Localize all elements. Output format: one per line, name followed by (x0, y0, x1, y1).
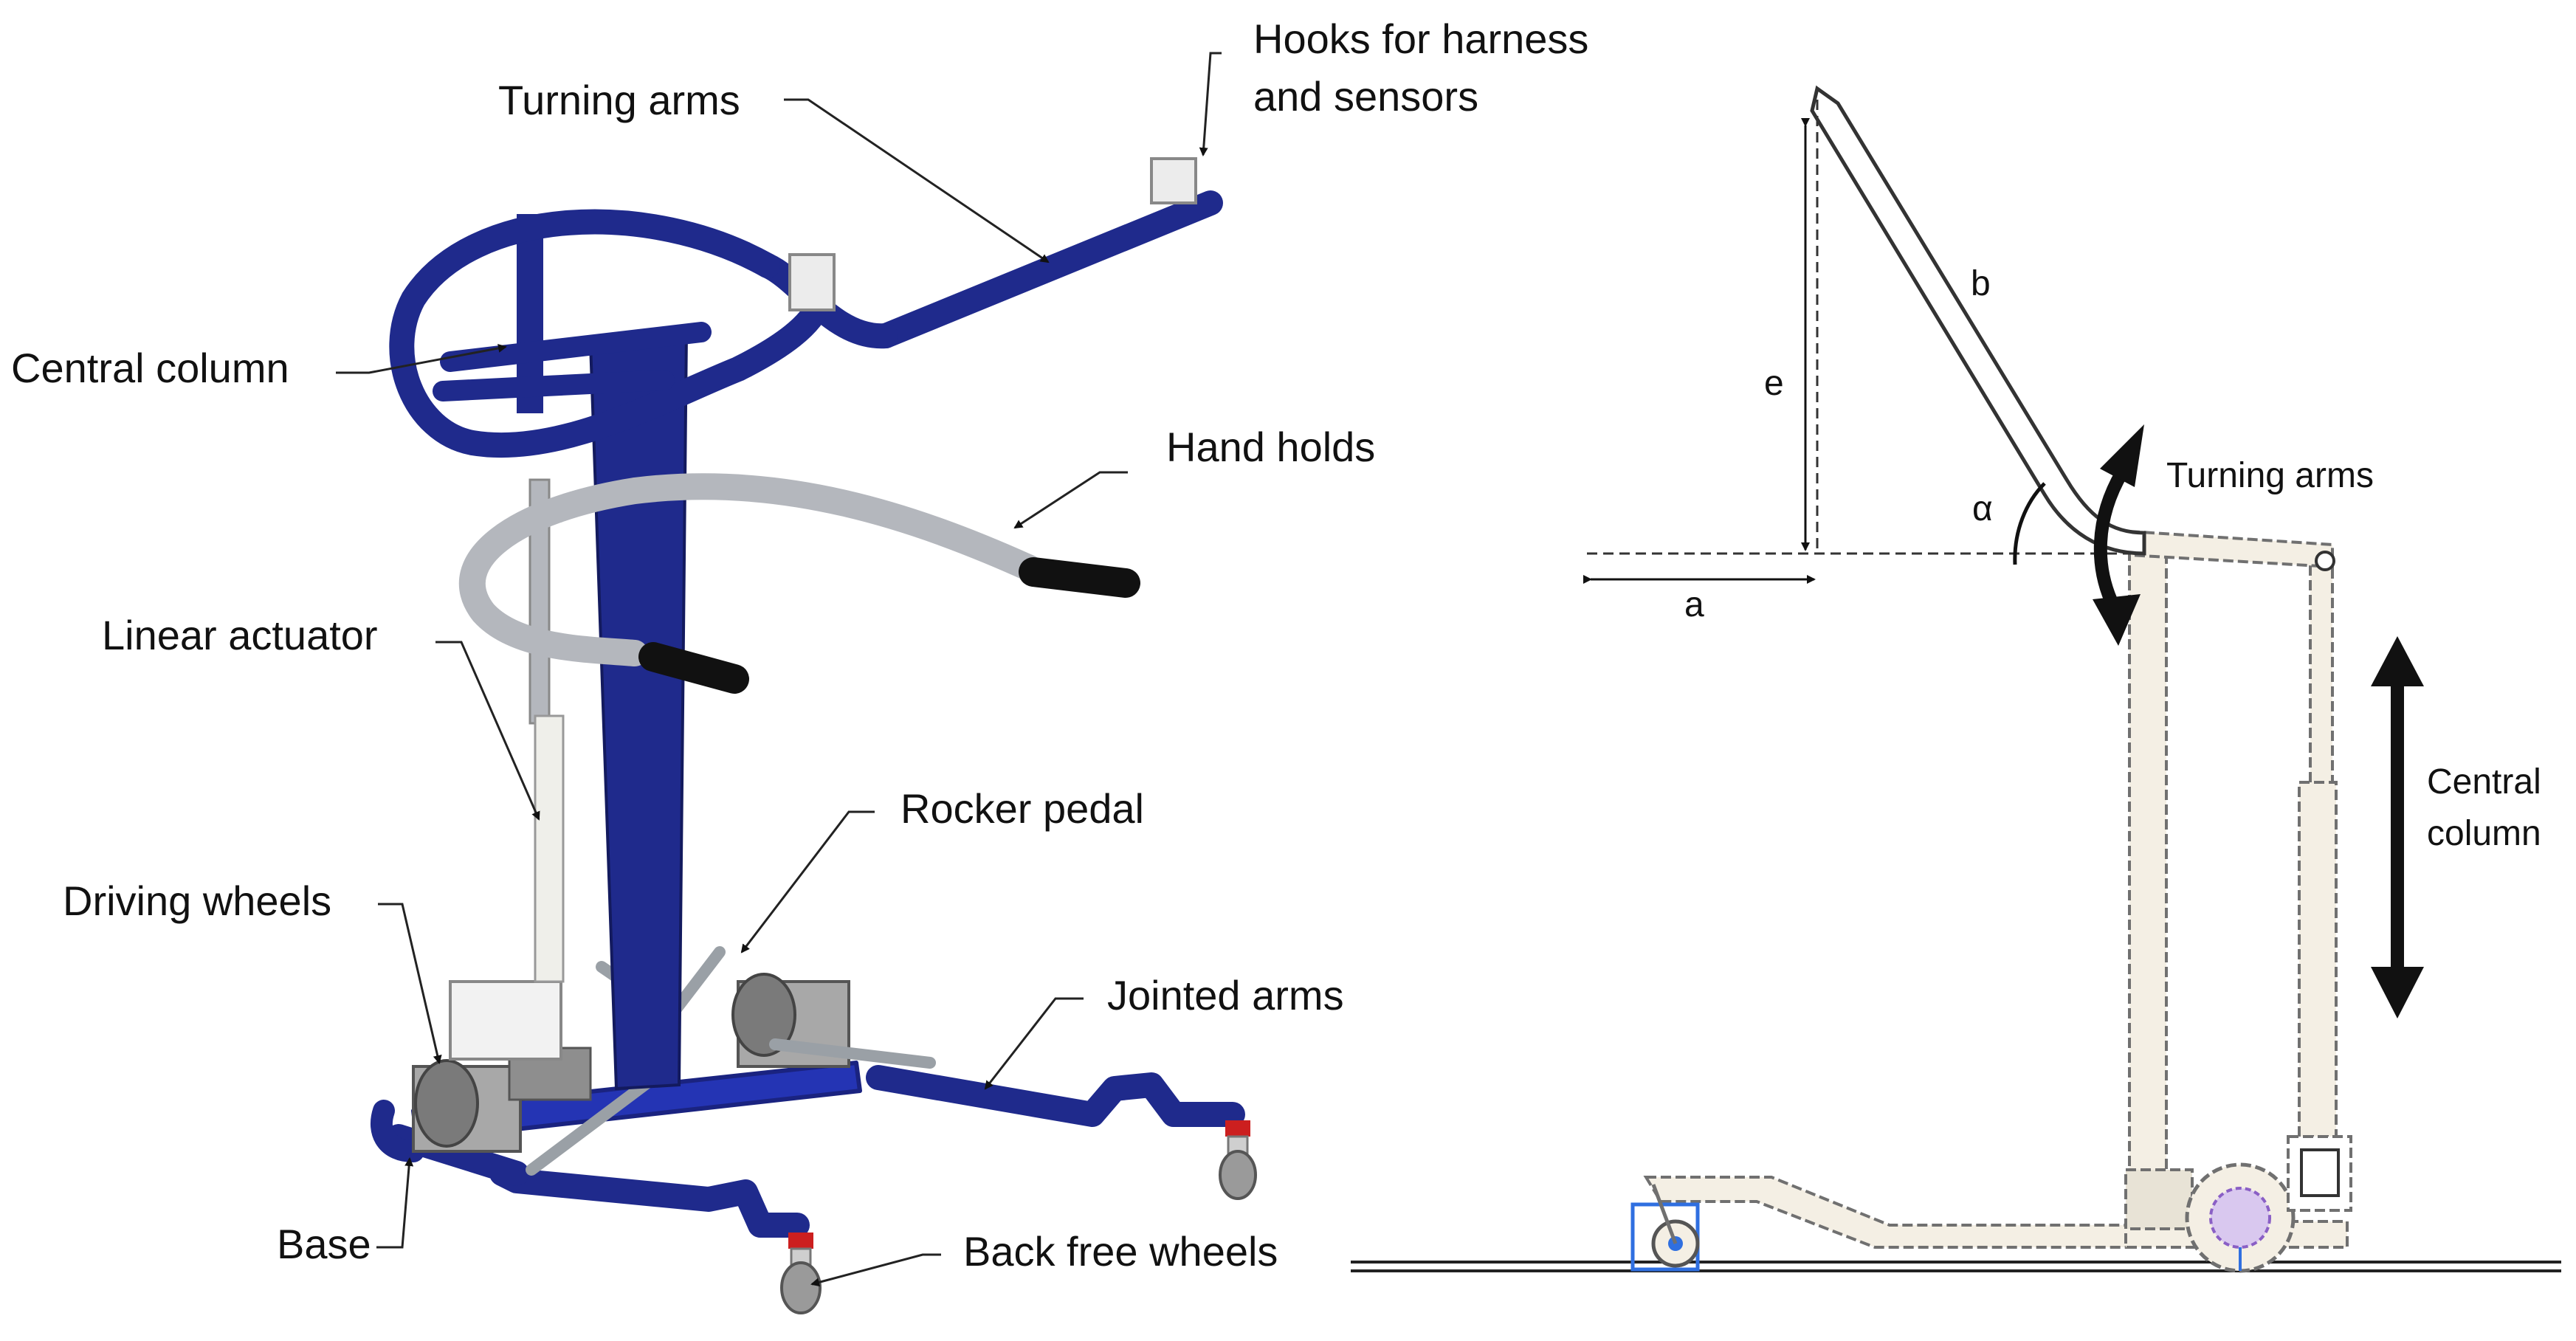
side-actuator (2287, 559, 2352, 1212)
dim-alpha-arc (2013, 482, 2046, 565)
label-back-free-wheels: Back free wheels (963, 1228, 1278, 1275)
back-free-wheel-front (780, 1233, 822, 1314)
label-hooks-line1: Hooks for harness (1253, 15, 1588, 62)
side-front-caster (1630, 1184, 1700, 1272)
lift-3d-model (371, 157, 1257, 1314)
label-hand-holds: Hand holds (1166, 424, 1375, 470)
left-callouts (336, 52, 1222, 1287)
side-turning-arm (1810, 85, 2146, 556)
label-a: a (1684, 585, 1704, 624)
lift-side-view (1351, 85, 2561, 1273)
actuator-housing (449, 980, 562, 1061)
ground-line (1351, 1261, 2561, 1272)
leader-back-free-wheels (810, 1253, 941, 1287)
label-e: e (1764, 364, 1784, 403)
label-hooks-line2: and sensors (1253, 73, 1478, 120)
right-labels: b e a α Turning arms Central column (1684, 264, 2541, 853)
leader-linear-actuator (435, 641, 540, 821)
leader-central-column (336, 343, 507, 374)
hand-holds (458, 473, 1140, 694)
dimension-lines (1583, 100, 2144, 584)
back-free-wheel-rear (1219, 1120, 1257, 1200)
label-driving-wheels: Driving wheels (63, 878, 331, 924)
leader-hand-holds (1013, 471, 1128, 529)
linear-actuator (528, 478, 565, 983)
label-b: b (1971, 264, 1991, 303)
base-frame (371, 1061, 1245, 1238)
label-turning-arms: Turning arms (498, 77, 740, 123)
harness-hooks (788, 157, 1197, 311)
label-central-line2: column (2427, 814, 2541, 853)
leader-rocker-pedal (740, 810, 875, 954)
label-linear-actuator: Linear actuator (102, 612, 378, 658)
side-pivot-joint (2315, 551, 2335, 571)
left-labels: Turning arms Hooks for harness and senso… (11, 15, 1588, 1275)
leader-base (376, 1157, 414, 1249)
leader-hooks (1199, 52, 1222, 156)
label-rocker-pedal: Rocker pedal (900, 785, 1144, 832)
leader-driving-wheels (378, 903, 442, 1064)
label-central-line1: Central (2427, 762, 2541, 802)
turning-arms-motion-arrow (2093, 424, 2144, 646)
label-central-column: Central column (11, 345, 289, 391)
label-alpha: α (1972, 489, 1993, 528)
central-column-motion-arrow (2371, 636, 2424, 1018)
label-jointed-arms: Jointed arms (1107, 972, 1344, 1018)
leader-turning-arms (784, 98, 1050, 263)
label-base: Base (277, 1221, 371, 1267)
leader-jointed-arms (984, 997, 1084, 1090)
label-turning-arms-side: Turning arms (2166, 456, 2374, 495)
side-central-column (2124, 545, 2194, 1230)
side-driving-wheel (2185, 1162, 2296, 1273)
